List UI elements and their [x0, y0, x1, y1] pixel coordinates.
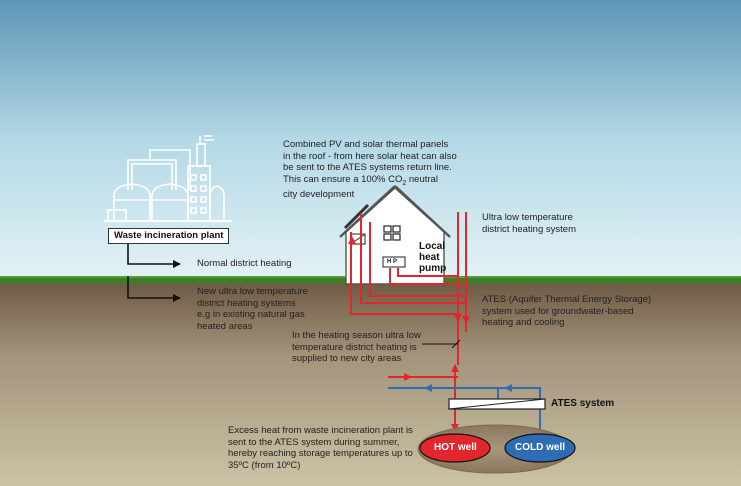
local-heat-pump-label: Local heat pump: [419, 241, 447, 274]
hot-pipes: [350, 212, 467, 430]
factory-icon: [104, 135, 232, 222]
hot-well: [419, 433, 491, 463]
hot-well-label: HOT well: [434, 442, 477, 453]
ates-system-label: ATES system: [551, 398, 615, 409]
hp-label: H P: [387, 259, 398, 265]
plant-label: Waste incineration plant: [108, 228, 230, 244]
cold-well: [504, 433, 576, 463]
cold-arrowheads: [424, 384, 512, 392]
ates-exchanger: [448, 398, 546, 410]
ground: [0, 283, 741, 486]
heating-season-label: In the heating season ultra low temperat…: [292, 330, 421, 364]
pv-note-label: Combined PV and solar thermal panels in …: [283, 139, 457, 200]
plant-connectors: [127, 242, 181, 302]
new-systems-label: New ultra low temperature district heati…: [197, 286, 308, 332]
cold-well-label: COLD well: [515, 442, 566, 453]
excess-heat-label: Excess heat from waste incineration plan…: [228, 425, 413, 471]
ates-description-label: ATES (Aquifer Thermal Energy Storage) sy…: [482, 294, 652, 328]
ultra-low-label: Ultra low temperature district heating s…: [482, 212, 576, 235]
normal-heating-label: Normal district heating: [197, 258, 292, 269]
